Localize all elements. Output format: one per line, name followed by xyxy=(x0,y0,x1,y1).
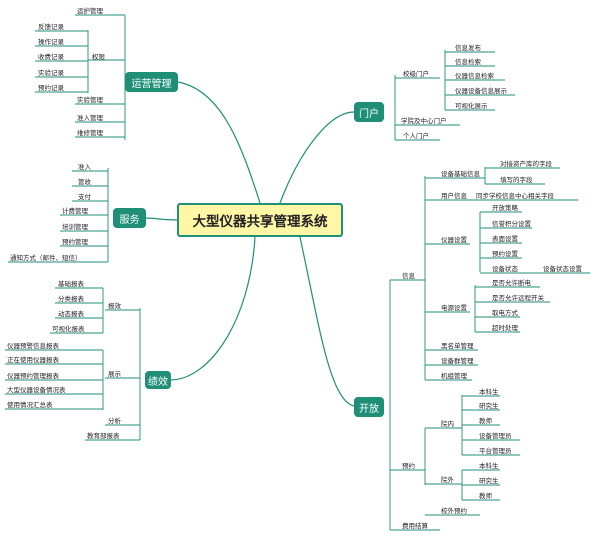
portal-item: 仪器信息检索 xyxy=(455,72,494,80)
branch-perf: 绩效 xyxy=(145,371,171,389)
open-info: 信息 xyxy=(402,272,415,280)
branch-portal: 门户 xyxy=(354,102,384,122)
portal-school: 校级门户 xyxy=(403,70,429,78)
service-item: 管收 xyxy=(78,178,91,186)
portal-item: 可视化展示 xyxy=(455,102,488,110)
portal-personal: 个人门户 xyxy=(403,132,429,140)
open-user-item: 同步学校信息中心相关字段 xyxy=(476,192,554,200)
open-settings-item: 开放策略 xyxy=(492,204,518,212)
open-device-group: 设备群管理 xyxy=(441,357,474,365)
portal-item: 信息发布 xyxy=(455,44,481,52)
central-topic: 大型仪器共享管理系统 xyxy=(177,203,343,237)
perf-report-item: 基础报表 xyxy=(58,280,84,288)
ops-permission: 权限 xyxy=(92,53,105,61)
perf-report-item: 动态报表 xyxy=(58,310,84,318)
service-item: 准入 xyxy=(78,163,91,171)
open-device-item: 对接资产库的字段 xyxy=(500,160,552,168)
ops-sub-item: 收费记录 xyxy=(38,53,64,61)
open-outside: 院外 xyxy=(441,476,454,484)
open-inside-item: 教师 xyxy=(479,417,492,425)
perf-report: 报效 xyxy=(108,302,121,310)
open-power-item: 是否允许远程开关 xyxy=(492,294,544,302)
perf-report-item: 分类报表 xyxy=(58,295,84,303)
open-settings: 仪器设置 xyxy=(441,236,467,244)
portal-item: 仪器设备信息展示 xyxy=(455,87,507,95)
ops-experiment: 实验管理 xyxy=(77,96,103,104)
open-device-item: 填写的字段 xyxy=(500,176,533,184)
open-inside-item: 研究生 xyxy=(479,402,499,410)
service-item: 通知方式（邮件、短信） xyxy=(10,254,82,262)
ops-maintenance: 运护管理 xyxy=(77,7,103,15)
open-blacklist: 黑名单管理 xyxy=(441,342,474,350)
perf-show-item: 正在使用仪器报表 xyxy=(7,356,59,364)
perf-report-item: 可视化报表 xyxy=(52,325,85,333)
perf-show-item: 仪器预约管理报表 xyxy=(7,372,59,380)
service-item: 计费管理 xyxy=(62,207,88,215)
open-outside-item: 教师 xyxy=(479,492,492,500)
branch-service: 服务 xyxy=(113,208,146,228)
open-settings-item: 信誉积分设置 xyxy=(492,220,531,228)
open-power-item: 是否允许断电 xyxy=(492,279,531,287)
open-unit-mgmt: 机组管理 xyxy=(441,372,467,380)
perf-show-item: 仪器预警信息报表 xyxy=(7,342,59,350)
open-outside-item: 本科生 xyxy=(479,462,499,470)
perf-moe-report: 教育部报表 xyxy=(87,432,120,440)
ops-sub-item: 反馈记录 xyxy=(38,23,64,31)
open-inside-item: 设备管理员 xyxy=(479,432,512,440)
service-item: 支付 xyxy=(78,193,91,201)
open-settings-item: 预约设置 xyxy=(492,250,518,258)
portal-item: 信息检索 xyxy=(455,58,481,66)
open-device-info: 设备基础信息 xyxy=(441,170,480,178)
open-power-setting: 电源设置 xyxy=(441,304,467,312)
ops-sub-item: 预约记录 xyxy=(38,84,64,92)
branch-open: 开放 xyxy=(354,397,384,417)
branch-ops: 运营管理 xyxy=(125,72,178,92)
open-inside-item: 平台管理员 xyxy=(479,447,512,455)
ops-access: 准入管理 xyxy=(77,114,103,122)
ops-sub-item: 实验记录 xyxy=(38,69,64,77)
open-outside-item: 研究生 xyxy=(479,477,499,485)
portal-college: 学院及中心门户 xyxy=(401,117,447,125)
perf-analysis: 分析 xyxy=(108,417,121,425)
open-settings-item: 设备状态 xyxy=(492,265,518,273)
perf-show-item: 使用情况汇总表 xyxy=(7,401,53,409)
open-inside: 院内 xyxy=(441,420,454,428)
open-power-item: 取电方式 xyxy=(492,309,518,317)
open-inside-item: 本科生 xyxy=(479,388,499,396)
open-user-info: 用户信息 xyxy=(441,192,467,200)
open-settlement: 费用结算 xyxy=(402,522,428,530)
perf-show: 展示 xyxy=(108,370,121,378)
perf-show-item: 大型仪器设备情况表 xyxy=(7,386,66,394)
service-item: 预约管理 xyxy=(62,238,88,246)
open-power-item: 超时处理 xyxy=(492,324,518,332)
ops-sub-item: 操作记录 xyxy=(38,38,64,46)
open-booking: 预约 xyxy=(402,462,415,470)
open-status-setting: 设备状态设置 xyxy=(543,265,582,273)
ops-repair: 维修管理 xyxy=(77,129,103,137)
open-external-booking: 校外预约 xyxy=(441,507,467,515)
open-settings-item: 表面设置 xyxy=(492,235,518,243)
service-item: 培训管理 xyxy=(62,223,88,231)
